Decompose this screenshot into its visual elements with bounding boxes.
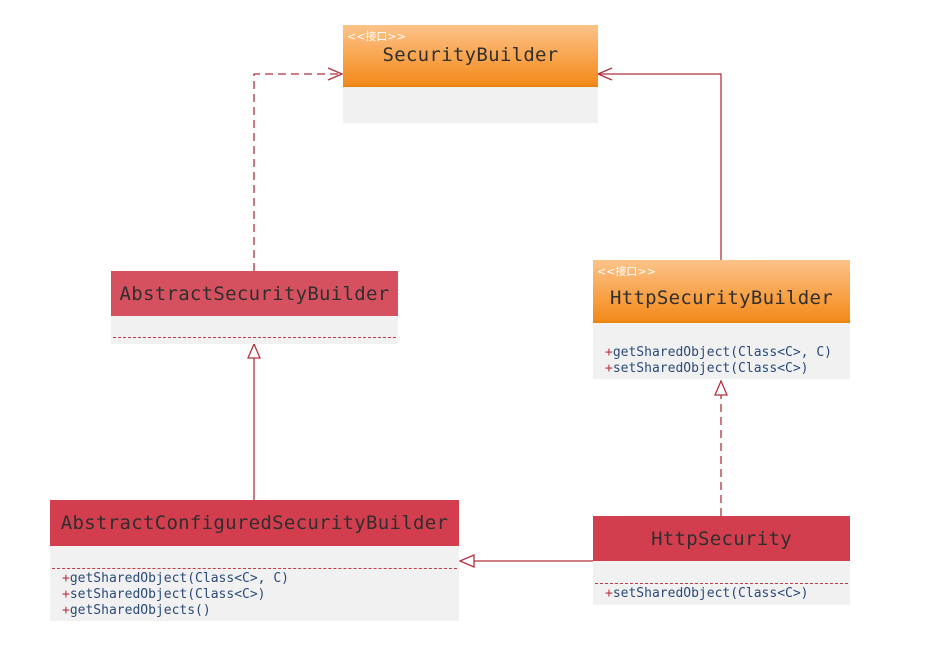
- class-body: +getSharedObject(Class<C>, C) +setShared…: [50, 546, 459, 621]
- class-name: AbstractConfiguredSecurityBuilder: [60, 512, 449, 534]
- class-body: [343, 87, 598, 123]
- methods-section: +getSharedObject(Class<C>, C) +setShared…: [50, 569, 459, 621]
- association-httpsecuritybuilder-to-securitybuilder: [596, 67, 722, 260]
- realization-httpsecurity-to-httpsecuritybuilder: [714, 379, 728, 516]
- generalization-configured-to-abstract: [247, 342, 261, 500]
- realization-abstract-to-securitybuilder: [253, 67, 344, 271]
- class-name: HttpSecurityBuilder: [609, 286, 834, 309]
- method-row: +getSharedObject(Class<C>, C): [605, 345, 832, 360]
- class-name: HttpSecurity: [651, 527, 792, 550]
- stereotype-label: <<接口>>: [597, 265, 656, 278]
- class-http-security[interactable]: HttpSecurity +setSharedObject(Class<C>): [593, 516, 850, 605]
- open-arrowhead: [596, 67, 613, 81]
- class-body: +getSharedObject(Class<C>, C) +setShared…: [593, 323, 850, 379]
- class-header: <<接口>> HttpSecurityBuilder: [593, 260, 850, 323]
- class-header: <<接口>> SecurityBuilder: [343, 25, 598, 87]
- section-separator: [52, 568, 457, 569]
- class-abstract-configured-security-builder[interactable]: AbstractConfiguredSecurityBuilder +getSh…: [50, 500, 459, 621]
- class-header: HttpSecurity: [593, 516, 850, 561]
- methods-section: +getSharedObject(Class<C>, C) +setShared…: [593, 343, 850, 379]
- section-separator: [113, 337, 396, 338]
- class-name: SecurityBuilder: [382, 44, 559, 66]
- method-row: +getSharedObject(Class<C>, C): [62, 571, 289, 586]
- attributes-section: [593, 561, 850, 583]
- method-row: +setSharedObject(Class<C>): [62, 587, 266, 602]
- class-body: +setSharedObject(Class<C>): [593, 561, 850, 605]
- stereotype-label: <<接口>>: [347, 30, 406, 43]
- attributes-section: [111, 316, 398, 337]
- class-header: AbstractConfiguredSecurityBuilder: [50, 500, 459, 546]
- open-arrowhead: [327, 67, 344, 81]
- hollow-triangle-arrowhead: [247, 342, 261, 359]
- class-name: AbstractSecurityBuilder: [119, 282, 390, 305]
- attributes-section: [50, 546, 459, 568]
- class-security-builder[interactable]: <<接口>> SecurityBuilder: [343, 25, 598, 123]
- class-header: AbstractSecurityBuilder: [111, 271, 398, 316]
- class-body: [111, 316, 398, 344]
- method-row: +setSharedObject(Class<C>): [605, 361, 809, 376]
- method-row: +setSharedObject(Class<C>): [605, 586, 809, 601]
- class-http-security-builder[interactable]: <<接口>> HttpSecurityBuilder +getSharedObj…: [593, 260, 850, 379]
- class-abstract-security-builder[interactable]: AbstractSecurityBuilder: [111, 271, 398, 344]
- methods-section: +setSharedObject(Class<C>): [593, 584, 850, 604]
- generalization-httpsecurity-to-configured: [458, 554, 593, 568]
- method-row: +getSharedObjects(): [62, 603, 211, 618]
- hollow-triangle-arrowhead: [458, 554, 475, 568]
- section-separator: [595, 583, 848, 584]
- hollow-triangle-arrowhead: [714, 379, 728, 396]
